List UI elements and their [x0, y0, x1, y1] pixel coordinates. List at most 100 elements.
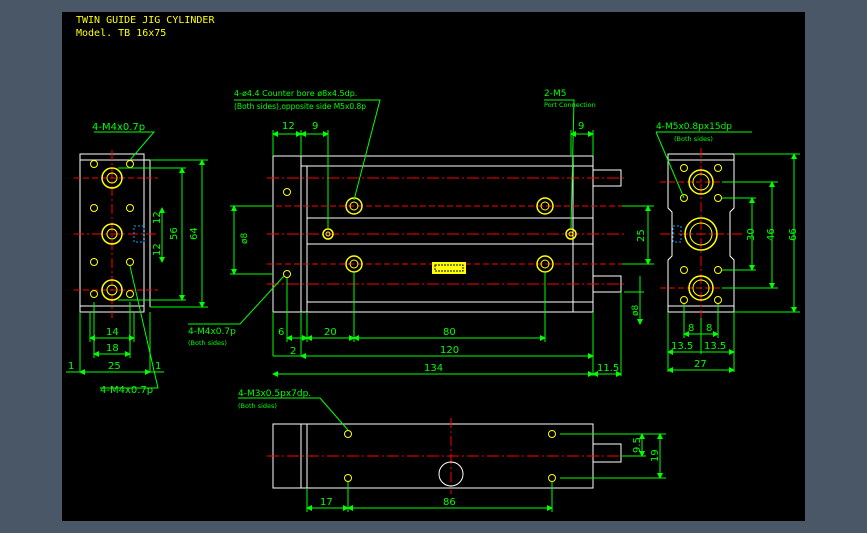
dim-text-46: 46 [766, 228, 777, 241]
leader-line [188, 275, 285, 325]
dim-text-120: 120 [440, 345, 459, 356]
dim-text-17: 17 [320, 497, 333, 508]
dim-text-64: 64 [189, 227, 200, 240]
m5-hole [714, 296, 722, 304]
guide-bore [106, 284, 118, 296]
counterbore [540, 259, 550, 269]
m5-hole [680, 194, 688, 202]
guide-bore [692, 279, 710, 297]
rod-bore [101, 223, 123, 245]
m4-hole [90, 204, 98, 212]
right-end-view: 4-M5x0.8px15dp (Both sides) 30 46 66 8 8… [655, 122, 800, 373]
port-notch [133, 225, 145, 243]
left-callout-top: 4-M4x0.7p [92, 122, 145, 133]
m3-hole [548, 474, 556, 482]
guide-bore [101, 279, 123, 301]
port-notch [672, 225, 682, 243]
leader-line [94, 131, 156, 161]
dim-text-19: 19 [650, 449, 661, 462]
callout-m4-2: (Both sides) [188, 339, 227, 347]
leader-line [238, 397, 349, 431]
port-hole [325, 231, 331, 237]
dim-text-14: 14 [106, 327, 119, 338]
m5-hole [680, 296, 688, 304]
callout-counterbore-1: 4-ø4.4 Counter bore ø8x4.5dp. [234, 89, 357, 98]
counterbore [349, 201, 359, 211]
dim-text-1a: 1 [68, 361, 74, 372]
right-callout-1: 4-M5x0.8px15dp [656, 122, 732, 132]
counterbore [349, 259, 359, 269]
dim-text-13-5a: 13.5 [671, 341, 693, 352]
cad-drawing: 4-M4x0.7p 4-M4x0.7p 64 56 12 12 14 18 25… [66, 89, 800, 512]
counterbore [540, 201, 550, 211]
front-view: 4-ø4.4 Counter bore ø8x4.5dp. (Both side… [188, 89, 654, 377]
cylinder-bore [689, 222, 713, 246]
m4-hole [283, 188, 291, 196]
bottom-view: 4-M3x0.5px7dp. (Both sides) 9.5 19 17 86 [238, 389, 666, 512]
dim-text-25: 25 [636, 229, 647, 242]
dim-text-12: 12 [282, 121, 295, 132]
counterbore [536, 197, 554, 215]
dim-text-phi8b: ø8 [631, 304, 641, 316]
port-hole [322, 228, 334, 240]
m5-hole [714, 266, 722, 274]
dim-text-134: 134 [424, 363, 443, 374]
dim-text-66: 66 [788, 228, 799, 241]
m3-hole [548, 430, 556, 438]
label-plate [432, 262, 466, 274]
callout-port-2: Port Connection [544, 101, 596, 109]
drawing-frame: TWIN GUIDE JIG CYLINDER Model. TB 16x75 [62, 12, 805, 521]
callout-counterbore-2: (Both sides),opposite side M5x0.8p [234, 102, 366, 111]
dim-text-27: 27 [694, 359, 707, 370]
m5-hole [714, 194, 722, 202]
port-hole [568, 231, 574, 237]
m4-hole [283, 270, 291, 278]
leader-line [655, 131, 685, 199]
dim-text-6: 6 [278, 327, 284, 338]
m4-hole [90, 160, 98, 168]
m3-hole [344, 474, 352, 482]
guide-rod [592, 443, 622, 463]
guide-bore [688, 275, 714, 301]
dim-text-phi8: ø8 [240, 232, 250, 244]
guide-bore [101, 167, 123, 189]
rod-bore [106, 228, 118, 240]
dim-text-20: 20 [324, 327, 337, 338]
m5-hole [714, 164, 722, 172]
bottom-callout-1: 4-M3x0.5px7dp. [238, 389, 311, 399]
guide-bore [106, 172, 118, 184]
dim-text-86: 86 [443, 497, 456, 508]
m5-hole [680, 266, 688, 274]
m4-hole [90, 290, 98, 298]
dim-text-25: 25 [108, 361, 121, 372]
bottom-callout-2: (Both sides) [238, 402, 277, 410]
dim-text-1b: 1 [155, 361, 161, 372]
dim-text-11-5: 11.5 [597, 363, 619, 374]
dim-text-2: 2 [290, 346, 296, 357]
bottom-bore [438, 461, 464, 487]
m5-hole [680, 164, 688, 172]
counterbore [345, 197, 363, 215]
m4-hole [126, 290, 134, 298]
dim-text-56: 56 [169, 227, 180, 240]
dim-text-9-5: 9.5 [632, 437, 643, 453]
callout-port-1: 2-M5 [544, 89, 566, 99]
m4-hole [126, 258, 134, 266]
leader-line [100, 265, 159, 389]
leader-line [234, 99, 381, 201]
title-line-1: TWIN GUIDE JIG CYLINDER [76, 15, 215, 26]
dim-text-12a: 12 [152, 211, 163, 224]
m3-hole [344, 430, 352, 438]
dim-text-18: 18 [106, 343, 119, 354]
m4-hole [90, 258, 98, 266]
port-hole [565, 228, 577, 240]
label-plate-text [434, 264, 464, 272]
m4-hole [126, 204, 134, 212]
leader-line [544, 99, 575, 229]
left-callout-bottom: 4-M4x0.7p [100, 385, 153, 396]
title-line-2: Model. TB 16x75 [76, 28, 167, 39]
dim-text-9b: 9 [578, 121, 584, 132]
dim-text-8a: 8 [688, 323, 694, 334]
guide-bore [688, 169, 714, 195]
guide-bore [692, 173, 710, 191]
